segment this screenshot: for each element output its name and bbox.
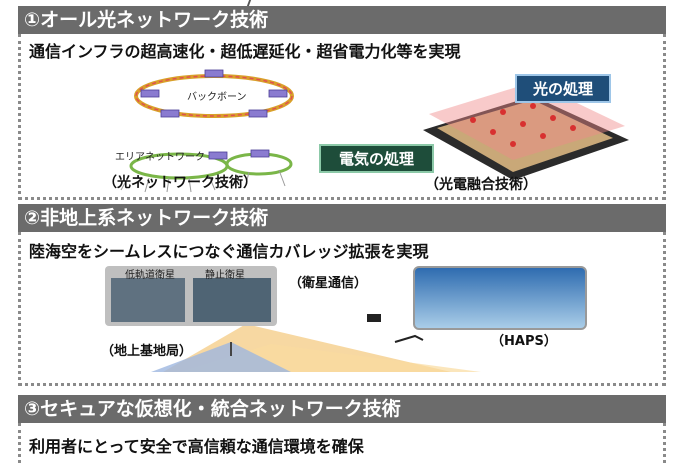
leo-image xyxy=(111,278,185,322)
geo-label: 静止衛星 xyxy=(205,270,245,281)
area-network-label: エリアネットワーク xyxy=(115,151,205,163)
geo-image xyxy=(193,278,271,322)
optical-processing-tag: 光の処理 xyxy=(515,74,612,103)
router-icon xyxy=(140,89,160,98)
router-icon xyxy=(204,69,224,78)
satellite-icon xyxy=(367,314,381,322)
section-2-header: ②非地上系ネットワーク技術 xyxy=(18,204,666,232)
leo-label: 低軌道衛星 xyxy=(125,270,175,281)
section-3-subtitle: 利用者にとって安全で高信頼な通信環境を確保 xyxy=(29,437,364,456)
router-icon xyxy=(160,109,180,118)
section-3-title: ③セキュアな仮想化・統合ネットワーク技術 xyxy=(24,398,401,420)
backbone-label: バックボーン xyxy=(187,91,247,103)
antenna-icons xyxy=(120,169,286,193)
light-markers xyxy=(470,103,576,147)
electrical-processing-tag: 電気の処理 xyxy=(319,144,435,173)
haps-icon xyxy=(394,334,424,343)
section-2-title: ②非地上系ネットワーク技術 xyxy=(24,207,269,229)
section-1-box: 通信インフラの超高速化・超低遅延化・超省電力化等を実現 バックボーン エリアネッ… xyxy=(18,34,666,200)
optical-network-diagram: バックボーン エリアネットワーク xyxy=(115,69,294,193)
section-3-box: 利用者にとって安全で高信頼な通信環境を確保 xyxy=(18,423,666,463)
section-2-box: 陸海空をシームレスにつなぐ通信カバレッジ拡張を実現 低軌道衛星 静止衛星 （衛星… xyxy=(18,232,666,386)
section-1-header: ①オール光ネットワーク技術 xyxy=(18,6,666,34)
router-icons xyxy=(140,69,288,160)
satellite-comm-caption: （衛星通信） xyxy=(289,276,368,291)
satellite-images-panel: 低軌道衛星 静止衛星 xyxy=(105,266,277,326)
router-icon xyxy=(248,109,268,118)
section-1-title: ①オール光ネットワーク技術 xyxy=(24,9,269,31)
photonic-fusion-caption: （光電融合技術） xyxy=(425,177,537,193)
optical-layer xyxy=(429,82,625,160)
section-2-subtitle: 陸海空をシームレスにつなぐ通信カバレッジ拡張を実現 xyxy=(29,242,429,261)
ground-station-caption: （地上基地局） xyxy=(101,344,193,359)
photonic-chip-diagram xyxy=(423,82,629,180)
chip-surface xyxy=(437,100,613,172)
router-icon xyxy=(268,89,288,98)
haps-image xyxy=(413,266,587,330)
coverage-diagram xyxy=(151,314,481,372)
haps-caption: （HAPS） xyxy=(491,334,557,349)
ground-coverage-beam xyxy=(151,342,291,372)
router-icon xyxy=(250,149,270,158)
router-icon xyxy=(208,151,228,160)
optical-network-caption: （光ネットワーク技術） xyxy=(103,175,257,191)
backbone-ring-inner xyxy=(135,75,293,117)
section-3-header: ③セキュアな仮想化・統合ネットワーク技術 xyxy=(18,395,666,423)
section-1-subtitle: 通信インフラの超高速化・超低遅延化・超省電力化等を実現 xyxy=(29,42,461,61)
